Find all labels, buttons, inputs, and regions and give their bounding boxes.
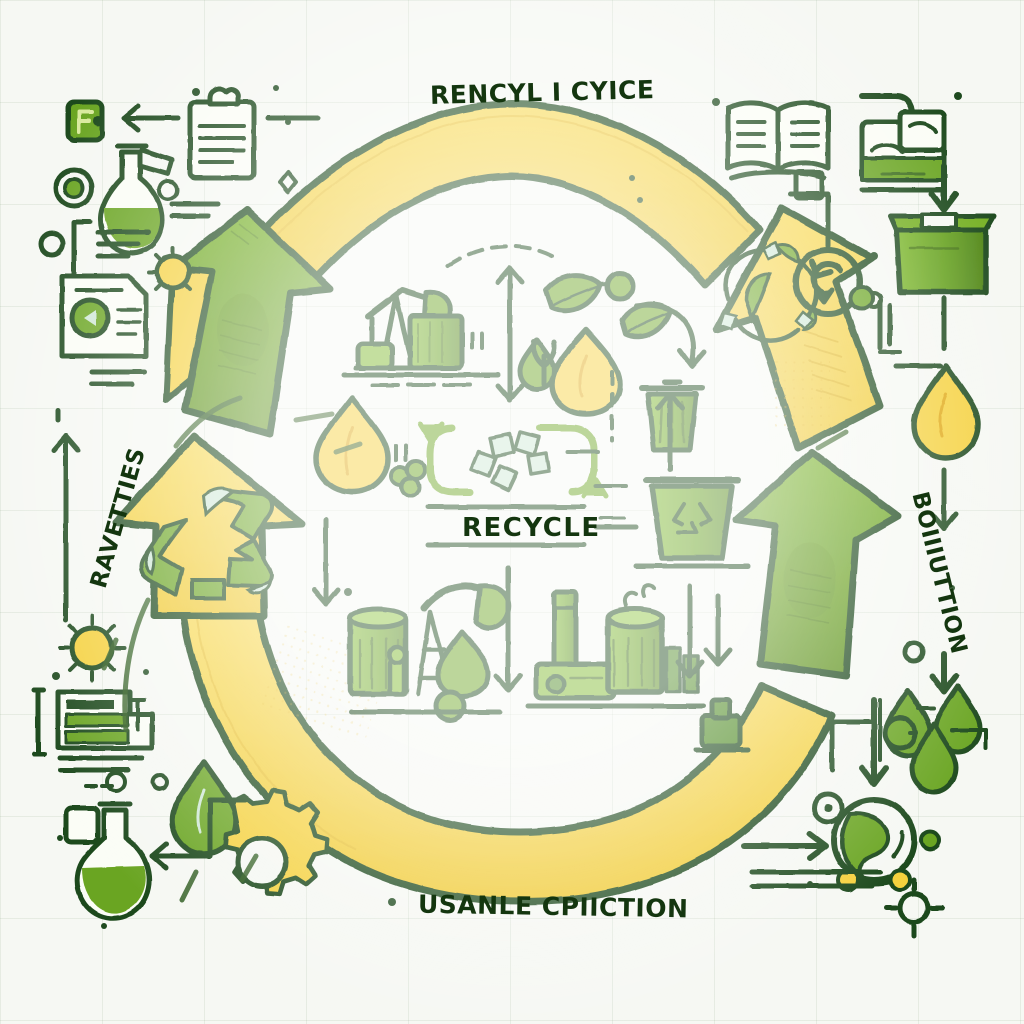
small-ring [157,179,179,201]
recycle-bin-icon [633,477,751,569]
green-dot-right-3 [919,829,941,851]
arrow-down-center [495,265,525,403]
oil-droplet-yellow-icon [549,327,623,417]
text-lines-left-2 [89,369,147,387]
text-lines-left-3 [57,755,145,773]
arrow-left-top [121,103,181,133]
ring-inner [63,177,85,199]
cycle-label-center: RECYCLE [462,513,601,543]
arrow-up-left-side [51,433,81,623]
oil-pump-jack-icon [341,287,501,387]
arrow-down-center-lower [493,565,523,693]
arrow-down-globe [859,697,889,787]
circle-decor-2 [105,771,127,793]
recycle-loop-icon [417,421,609,499]
green-dot-right [849,285,875,311]
oil-droplet-yellow-right-icon [911,363,981,461]
elbow-right-2 [829,719,875,773]
arrow-down-right-lower [929,651,959,695]
document-icon [59,273,149,359]
oil-barrel-icon-2 [605,606,665,695]
container-bin-icon [887,212,997,295]
bar-decor-right [877,299,893,351]
gear-yellow-icon [147,246,199,298]
arrow-down-left-inner [311,517,341,607]
arrow-right-bottom [741,831,829,861]
open-book-icon [725,100,831,181]
tiny-ring [151,773,169,791]
clipboard-icon [187,86,257,181]
cycle-segment-top-arc [245,100,764,294]
clover-icon [389,459,427,498]
small-box-icon [63,805,101,845]
dot-decor-right [824,804,832,812]
globe-earth-icon [831,797,917,892]
smoke-icon [623,583,656,608]
cycle-label-top: RENCYL I CYICE [429,75,655,110]
dot-decor [93,116,103,126]
arrow-down-right-inner-2 [703,593,733,667]
ring-decor-right [902,640,926,664]
arrow-down-right-inner [675,583,705,679]
flask-icon [98,143,175,256]
diamond-icon [278,170,298,194]
cycle-segment-lower-right-arrow [732,448,902,680]
machine-icon [859,93,947,193]
refinery-factory-icon [533,589,617,701]
curve-arrow-left-upper [446,244,554,268]
leaf-drop-icon [435,629,491,699]
cycle-label-bottom: USANLE CPIICTION [417,889,689,924]
circle-decor [38,230,66,258]
dot-icon-2 [433,689,467,723]
dot-icon [604,270,636,302]
